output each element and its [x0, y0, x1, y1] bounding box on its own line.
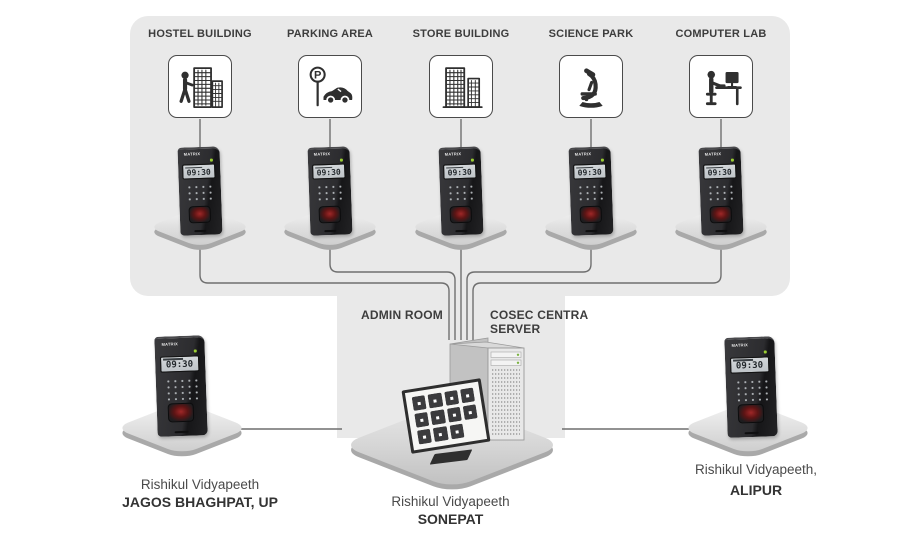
- status-led-icon: [193, 349, 197, 353]
- site-name: Rishikul Vidyapeeth: [140, 477, 260, 492]
- device-display: 09:30: [573, 163, 607, 180]
- app-tile: [459, 387, 476, 404]
- device-foot: [324, 230, 337, 233]
- device-display: 09:30: [443, 163, 477, 180]
- location-label-computer: COMPUTER LAB: [675, 28, 767, 40]
- location-label-store: STORE BUILDING: [412, 28, 510, 40]
- biometric-terminal: MATRIX 09:30: [177, 146, 223, 236]
- status-led-icon: [731, 158, 735, 162]
- device-foot: [174, 430, 189, 434]
- app-tile: [446, 406, 462, 423]
- device-time: 09:30: [186, 167, 211, 178]
- device-display: 09:30: [703, 163, 737, 180]
- device-display: 09:30: [159, 354, 200, 373]
- matrix-logo: MATRIX: [704, 152, 722, 158]
- app-tile: [427, 392, 443, 409]
- status-led-icon: [210, 158, 214, 162]
- store-building-icon: [429, 55, 493, 118]
- location-label-science: SCIENCE PARK: [548, 28, 634, 40]
- biometric-terminal: MATRIX 09:30: [724, 336, 778, 438]
- parking-area-icon: P: [298, 55, 362, 118]
- cosec-centra-server-label: COSEC CENTRA SERVER: [490, 308, 588, 336]
- app-tile: [430, 409, 446, 426]
- biometric-terminal: MATRIX 09:30: [307, 146, 353, 236]
- device-keypad: [733, 377, 768, 402]
- site-city: SONEPAT: [417, 511, 484, 527]
- device-foot: [744, 431, 759, 435]
- fingerprint-sensor: [737, 403, 765, 424]
- admin-room-label: ADMIN ROOM: [361, 308, 443, 322]
- biometric-terminal: MATRIX 09:30: [568, 146, 614, 236]
- site-name: Rishikul Vidyapeeth: [391, 494, 510, 509]
- matrix-logo: MATRIX: [313, 152, 331, 158]
- biometric-terminal: MATRIX 09:30: [438, 146, 484, 236]
- device-keypad: [446, 182, 476, 204]
- device-keypad: [706, 182, 736, 204]
- site-label-left: Rishikul Vidyapeeth JAGOS BHAGHPAT, UP: [110, 477, 290, 510]
- device-foot: [715, 230, 728, 233]
- device-foot: [194, 230, 207, 233]
- fingerprint-sensor: [709, 205, 733, 224]
- status-led-icon: [763, 350, 767, 354]
- matrix-logo: MATRIX: [444, 152, 462, 158]
- fingerprint-sensor: [318, 205, 342, 224]
- site-city: JAGOS BHAGHPAT, UP: [122, 494, 278, 510]
- device-time: 09:30: [316, 167, 341, 178]
- location-label-hostel: HOSTEL BUILDING: [148, 28, 252, 40]
- app-tile: [416, 428, 433, 445]
- device-time: 09:30: [447, 167, 472, 178]
- fingerprint-sensor: [167, 402, 195, 423]
- device-display: 09:30: [729, 355, 770, 374]
- status-led-icon: [340, 158, 344, 162]
- device-time: 09:30: [735, 360, 764, 372]
- site-label-center: Rishikul Vidyapeeth SONEPAT: [358, 494, 543, 527]
- device-foot: [585, 230, 598, 233]
- app-tile: [411, 395, 427, 411]
- device-keypad: [163, 376, 198, 401]
- app-tile: [462, 404, 478, 421]
- app-tile: [449, 423, 465, 440]
- device-time: 09:30: [165, 359, 194, 371]
- matrix-logo: MATRIX: [574, 152, 592, 158]
- biometric-terminal: MATRIX 09:30: [154, 335, 208, 437]
- site-city: ALIPUR: [729, 482, 783, 498]
- svg-text:P: P: [314, 69, 321, 81]
- app-tile: [443, 389, 460, 406]
- fingerprint-sensor: [449, 205, 473, 224]
- device-time: 09:30: [577, 167, 602, 178]
- device-keypad: [185, 182, 215, 204]
- location-label-parking: PARKING AREA: [286, 28, 374, 40]
- site-label-right: Rishikul Vidyapeeth, ALIPUR: [666, 462, 846, 498]
- app-tile: [432, 426, 449, 443]
- device-display: 09:30: [182, 163, 216, 180]
- matrix-logo: MATRIX: [161, 341, 179, 348]
- biometric-terminal: MATRIX 09:30: [698, 146, 744, 236]
- device-display: 09:30: [312, 163, 346, 180]
- fingerprint-sensor: [579, 205, 603, 224]
- matrix-logo: MATRIX: [731, 342, 749, 349]
- status-led-icon: [471, 158, 475, 162]
- science-park-icon: [559, 55, 623, 118]
- device-time: 09:30: [707, 167, 732, 178]
- device-keypad: [315, 182, 345, 204]
- fingerprint-sensor: [188, 205, 212, 224]
- matrix-logo: MATRIX: [183, 152, 201, 158]
- site-name: Rishikul Vidyapeeth,: [694, 462, 818, 477]
- admin-monitor: [401, 378, 491, 454]
- hostel-building-icon: [168, 55, 232, 118]
- status-led-icon: [601, 158, 605, 162]
- device-foot: [455, 230, 468, 233]
- computer-lab-icon: [689, 55, 753, 118]
- app-tile: [414, 411, 430, 428]
- device-keypad: [576, 182, 606, 204]
